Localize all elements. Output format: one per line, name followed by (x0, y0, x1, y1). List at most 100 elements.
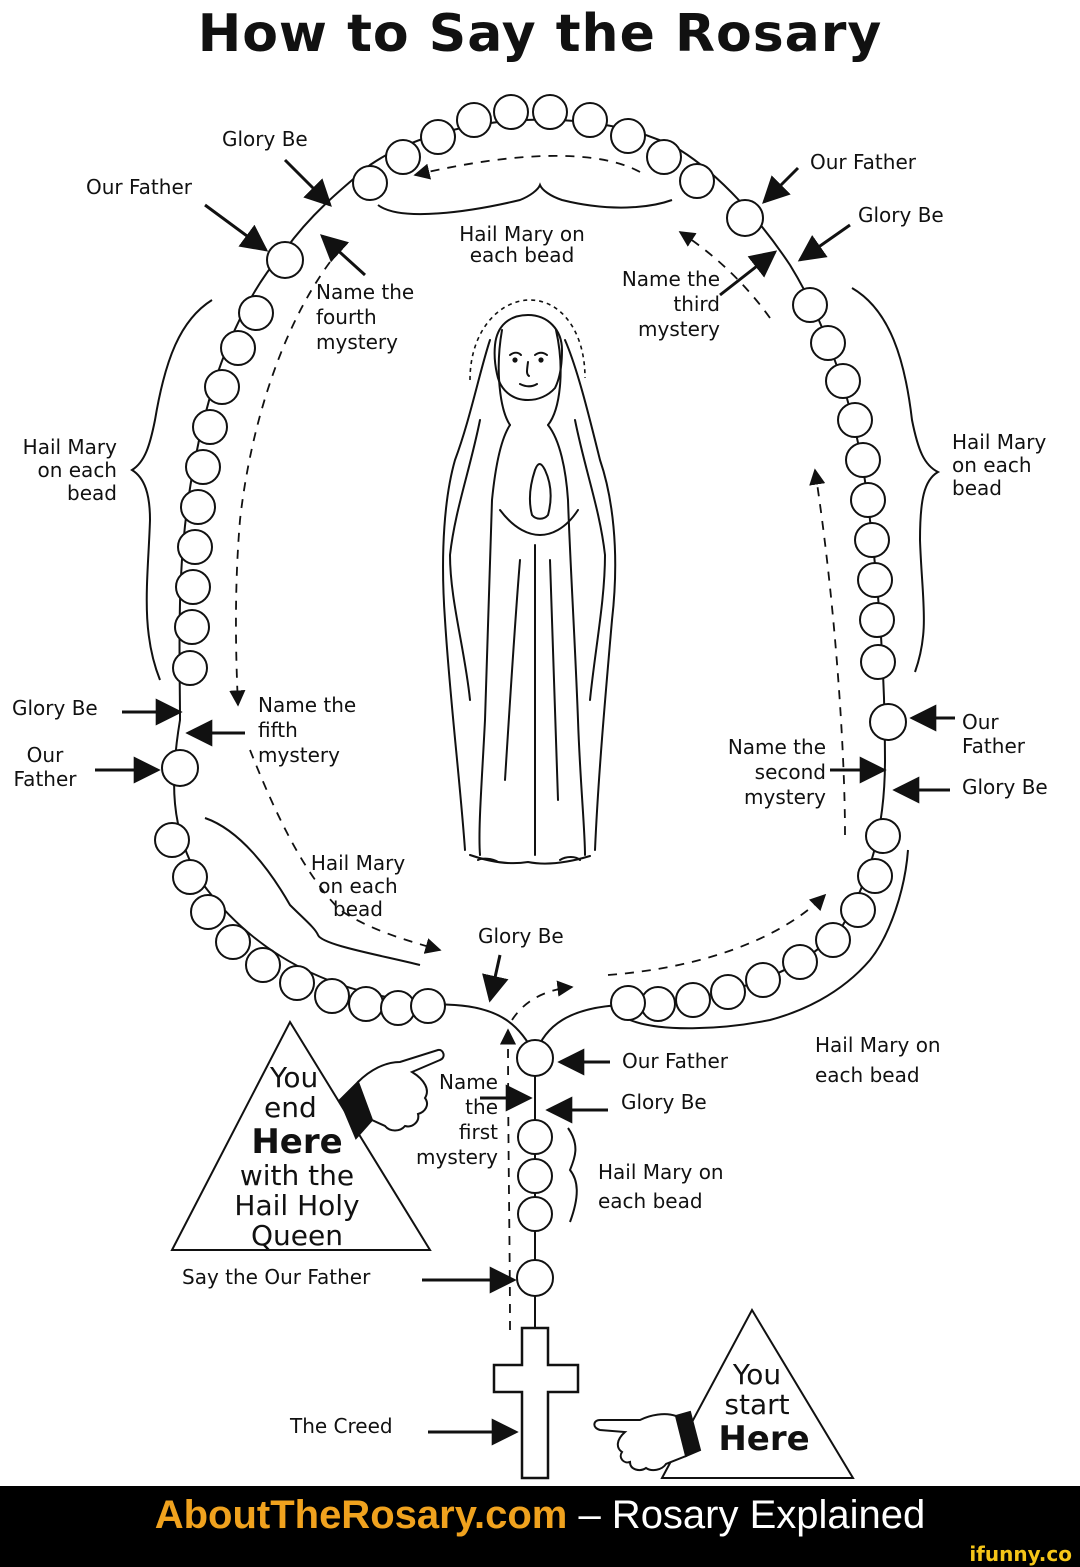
label-glory-be-top-left: Glory Be (222, 127, 308, 151)
footer-tagline: – Rosary Explained (567, 1493, 926, 1537)
end-text-line: Hail Holy (234, 1189, 360, 1222)
end-text-line: with the (239, 1159, 355, 1192)
bead (420, 119, 456, 155)
bead (352, 165, 388, 201)
bead (238, 295, 274, 331)
bead (172, 650, 208, 686)
watermark: ifunny.co (969, 1542, 1072, 1566)
bead (646, 139, 682, 175)
bead-our-father (869, 703, 907, 741)
end-text-line: end (264, 1091, 317, 1124)
label-our-father-mid-right: Our Father (962, 710, 1025, 758)
bead (792, 287, 828, 323)
label-our-father-top-left: Our Father (86, 175, 192, 199)
mary-figure (442, 313, 617, 865)
bead (745, 962, 781, 998)
bead (493, 94, 529, 130)
label-name-third-mystery: Name the third mystery (621, 267, 720, 341)
label-glory-be-center: Glory Be (478, 924, 564, 948)
bead-our-father (161, 749, 199, 787)
bottom-strip (0, 1546, 1080, 1567)
rosary-diagram (95, 94, 955, 1480)
start-text-line: You (732, 1358, 782, 1391)
bead (675, 982, 711, 1018)
bead (190, 894, 226, 930)
label-our-father-top-right: Our Father (810, 150, 916, 174)
label-name-second-mystery: Name the second mystery (727, 735, 826, 809)
bead (610, 985, 646, 1021)
bead (517, 1196, 553, 1232)
bead (782, 944, 818, 980)
label-glory-be-pendant: Glory Be (621, 1090, 707, 1114)
label-our-father-pendant: Our Father (622, 1049, 728, 1073)
halo (469, 299, 586, 381)
bead (845, 442, 881, 478)
label-name-first-mystery: Name the first mystery (416, 1070, 498, 1169)
footer-brand-link[interactable]: AboutTheRosary.com (154, 1493, 568, 1537)
bead (572, 102, 608, 138)
pointing-hand-end-icon (338, 1048, 445, 1140)
bead (154, 822, 190, 858)
label-our-father-mid-left: Our Father (13, 743, 77, 791)
label-hail-mary-bottom-left: Hail Mary on each bead (310, 851, 406, 921)
bead-our-father (726, 199, 764, 237)
bead (640, 986, 676, 1022)
bead (810, 325, 846, 361)
bead (610, 118, 646, 154)
page-title: How to Say the Rosary (197, 4, 883, 64)
bead (532, 94, 568, 130)
label-hail-mary-top: Hail Mary on each bead (459, 222, 585, 267)
label-hail-mary-right: Hail Mary on each bead (952, 430, 1047, 500)
bead-our-father (516, 1039, 554, 1077)
label-glory-be-top-right: Glory Be (858, 203, 944, 227)
bead (175, 569, 211, 605)
bead (204, 369, 240, 405)
bead (857, 562, 893, 598)
dashed-path (229, 154, 846, 1331)
label-glory-be-mid-left: Glory Be (12, 696, 98, 720)
braces (130, 182, 941, 1223)
bead (174, 609, 210, 645)
end-text-line: Here (251, 1122, 343, 1162)
label-hail-mary-left: Hail Mary on each bead (22, 435, 117, 505)
bead (865, 818, 901, 854)
label-name-fifth-mystery: Name the fifth mystery (258, 693, 357, 767)
bead-our-father (516, 1259, 554, 1297)
bead (850, 482, 886, 518)
bead (215, 924, 251, 960)
bead (860, 644, 896, 680)
bead (859, 602, 895, 638)
bead (840, 892, 876, 928)
bead (177, 529, 213, 565)
bead-our-father (266, 241, 304, 279)
end-here-text: You end Here with the Hail Holy Queen (222, 1063, 372, 1251)
rosary-beads (154, 94, 907, 1297)
bead (710, 974, 746, 1010)
label-say-our-father: Say the Our Father (182, 1265, 371, 1289)
arrows (95, 158, 955, 1446)
bead (517, 1119, 553, 1155)
bead (815, 922, 851, 958)
bead (220, 330, 256, 366)
bead (410, 988, 446, 1024)
bead (456, 102, 492, 138)
crucifix (492, 1326, 580, 1480)
bead (854, 522, 890, 558)
bead (825, 363, 861, 399)
bead (517, 1158, 553, 1194)
label-hail-mary-pendant: Hail Mary on each bead (598, 1160, 724, 1213)
end-triangle-shape (170, 1019, 432, 1251)
label-name-fourth-mystery: Name the fourth mystery (316, 280, 415, 354)
bead (385, 139, 421, 175)
start-triangle-shape (660, 1307, 855, 1479)
label-glory-be-mid-right: Glory Be (962, 775, 1048, 799)
bead (380, 990, 416, 1026)
bead (348, 986, 384, 1022)
bead (857, 858, 893, 894)
end-text-line: You (270, 1061, 319, 1094)
bead (679, 163, 715, 199)
bead (837, 402, 873, 438)
bead (172, 859, 208, 895)
bead (180, 489, 216, 525)
label-the-creed: The Creed (290, 1414, 393, 1438)
